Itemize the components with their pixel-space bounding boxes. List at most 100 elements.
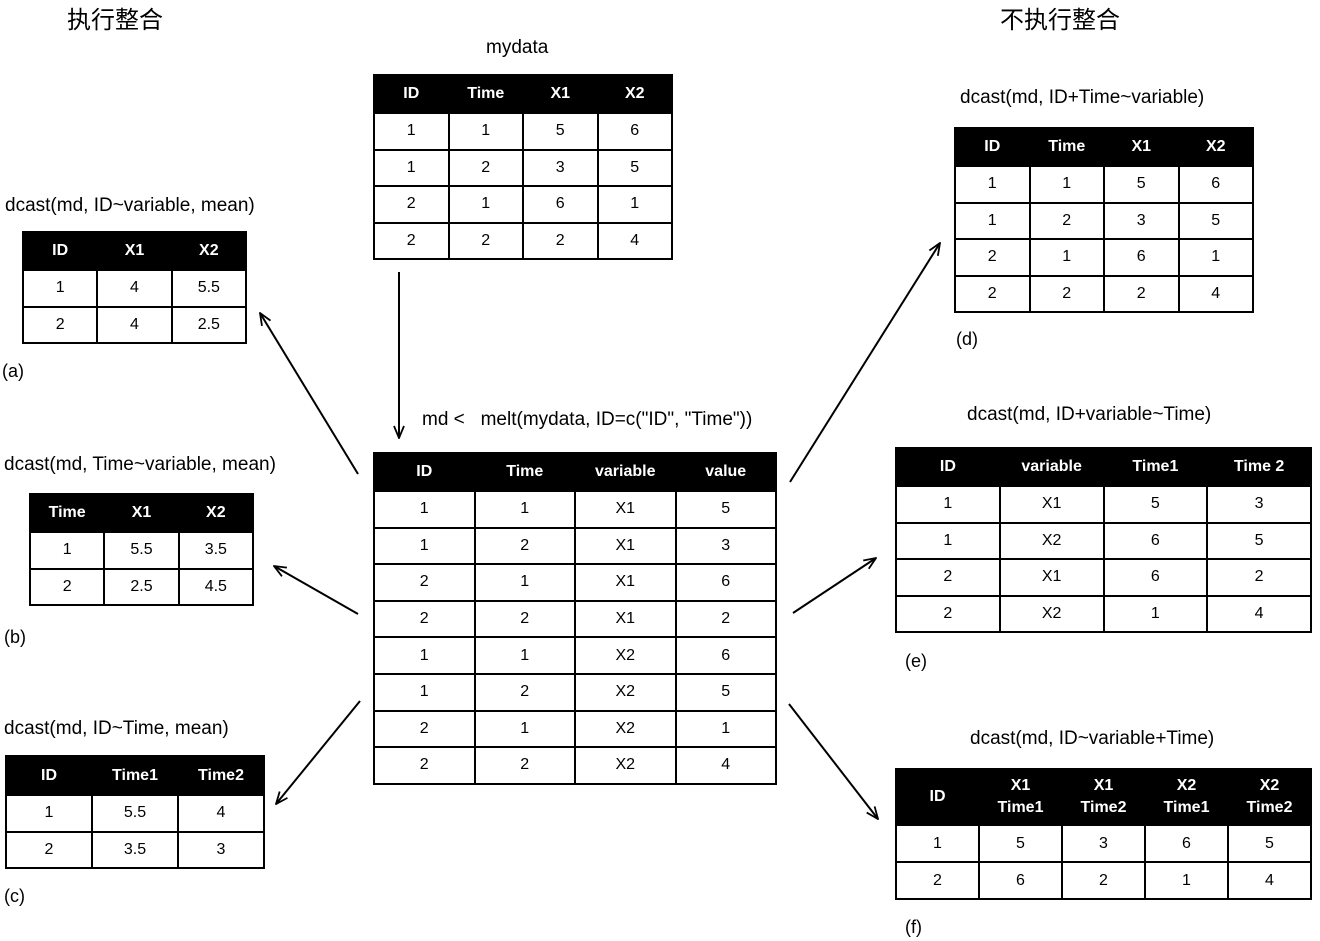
column-header: ID	[895, 768, 980, 826]
arrow-melt-to-e	[792, 558, 876, 614]
heading-aggregate: 执行整合	[67, 6, 163, 34]
table-cell: 2.5	[103, 567, 180, 606]
table-cell: 2	[373, 599, 476, 639]
table-cell: 6	[1102, 558, 1209, 597]
table-cell: 1	[954, 201, 1031, 240]
mydata-title: mydata	[486, 37, 549, 58]
column-header: X1	[522, 74, 599, 114]
table-cell: 2	[895, 558, 1001, 597]
table-cell: 2	[373, 221, 450, 260]
command-a: dcast(md, ID~variable, mean)	[5, 195, 255, 216]
table-cell: 2	[954, 274, 1031, 313]
table-cell: 2	[895, 861, 980, 900]
table-cell: 1	[21, 269, 99, 308]
column-header: ID	[5, 755, 93, 796]
table-cell: X1	[574, 563, 677, 602]
table-cell: 1	[373, 636, 476, 675]
column-header: ID	[373, 452, 476, 492]
table-cell: 1	[447, 185, 524, 224]
arrow-melt-to-a	[260, 313, 359, 475]
table-cell: 5.5	[91, 794, 179, 833]
table-cell: 3	[1061, 824, 1146, 863]
table-cell: 2	[1206, 558, 1312, 597]
table-cell: X2	[574, 709, 677, 749]
column-header: X1	[1103, 127, 1180, 167]
table-cell: X2	[574, 672, 677, 712]
label-d: (d)	[956, 329, 978, 349]
command-d: dcast(md, ID+Time~variable)	[960, 87, 1205, 108]
table-cell: 1	[895, 824, 980, 863]
table-cell: 5	[1102, 485, 1209, 524]
table-cell: 1	[1028, 238, 1105, 277]
table-cell: 3	[177, 830, 265, 869]
table-cell: 1	[1144, 861, 1229, 900]
table-cell: 2	[28, 567, 106, 606]
table-cell: 4.5	[177, 567, 255, 606]
table-cell: 4	[596, 221, 673, 260]
table-cell: 6	[1102, 521, 1209, 560]
table-cell: X1	[574, 599, 677, 639]
table-cell: 4	[177, 794, 265, 833]
table-cell: 6	[596, 112, 673, 151]
table-cell: 2	[1103, 274, 1180, 313]
column-header: Time2	[177, 755, 265, 796]
heading-no-aggregate: 不执行整合	[1000, 6, 1120, 34]
table-cell: 1	[5, 794, 93, 833]
table-cell: 2	[447, 221, 524, 260]
table-cell: 1	[473, 490, 576, 529]
table-cell: 2	[373, 563, 476, 602]
table-cell: 2	[473, 526, 576, 566]
table-cell: X1	[574, 490, 677, 529]
column-header: X2 Time2	[1227, 768, 1312, 826]
table-cell: 1	[1102, 594, 1209, 633]
table-cell: 2	[473, 746, 576, 785]
column-header: variable	[574, 452, 677, 492]
table-cell: 5	[1103, 165, 1180, 204]
table-cell: X1	[998, 485, 1105, 524]
table-cell: 2	[1061, 861, 1146, 900]
table-cell: 5	[1227, 824, 1312, 863]
column-header: X2	[170, 231, 248, 271]
table-cell: 1	[28, 531, 106, 570]
table-cell: 3	[1206, 485, 1312, 524]
table-cell: 6	[674, 563, 777, 602]
table-cell: 1	[895, 485, 1001, 524]
column-header: X1	[103, 493, 180, 533]
label-e: (e)	[905, 651, 927, 671]
table-cell: 1	[954, 165, 1031, 204]
table-cell: 2	[1028, 201, 1105, 240]
command-b: dcast(md, Time~variable, mean)	[4, 454, 276, 475]
table-cell: 1	[447, 112, 524, 151]
table-cell: 2	[473, 599, 576, 639]
table-cell: 2	[5, 830, 93, 869]
table-cell: 1	[674, 709, 777, 749]
table-cell: 2	[447, 148, 524, 187]
table-cell: 4	[1227, 861, 1312, 900]
